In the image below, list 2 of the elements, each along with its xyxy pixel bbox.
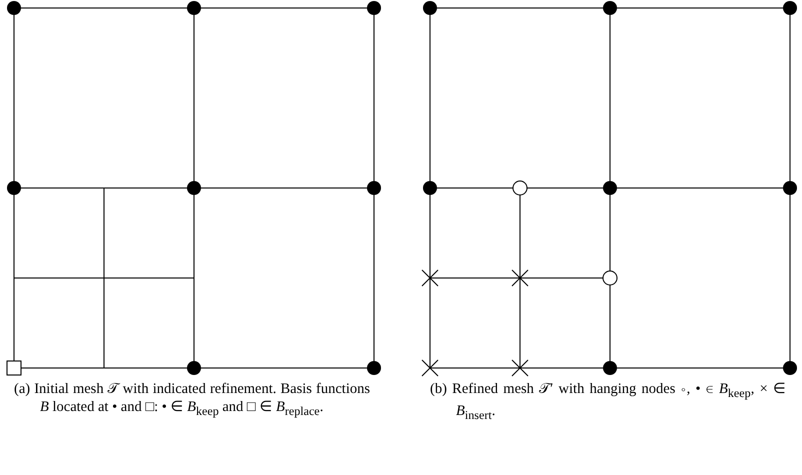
figure-caption: (b) Refined mesh 𝒯′ with hanging nodes ∘, • ∈ B$_{keep}$, × ∈ B$_{insert}$. — [430, 380, 786, 424]
figure-caption: (a) Initial mesh 𝒯 with indicated refinement. Basis functions B located at • and □: • ∈ B$_{keep}$ and □ ∈ B$_{replace}$. — [14, 380, 370, 420]
